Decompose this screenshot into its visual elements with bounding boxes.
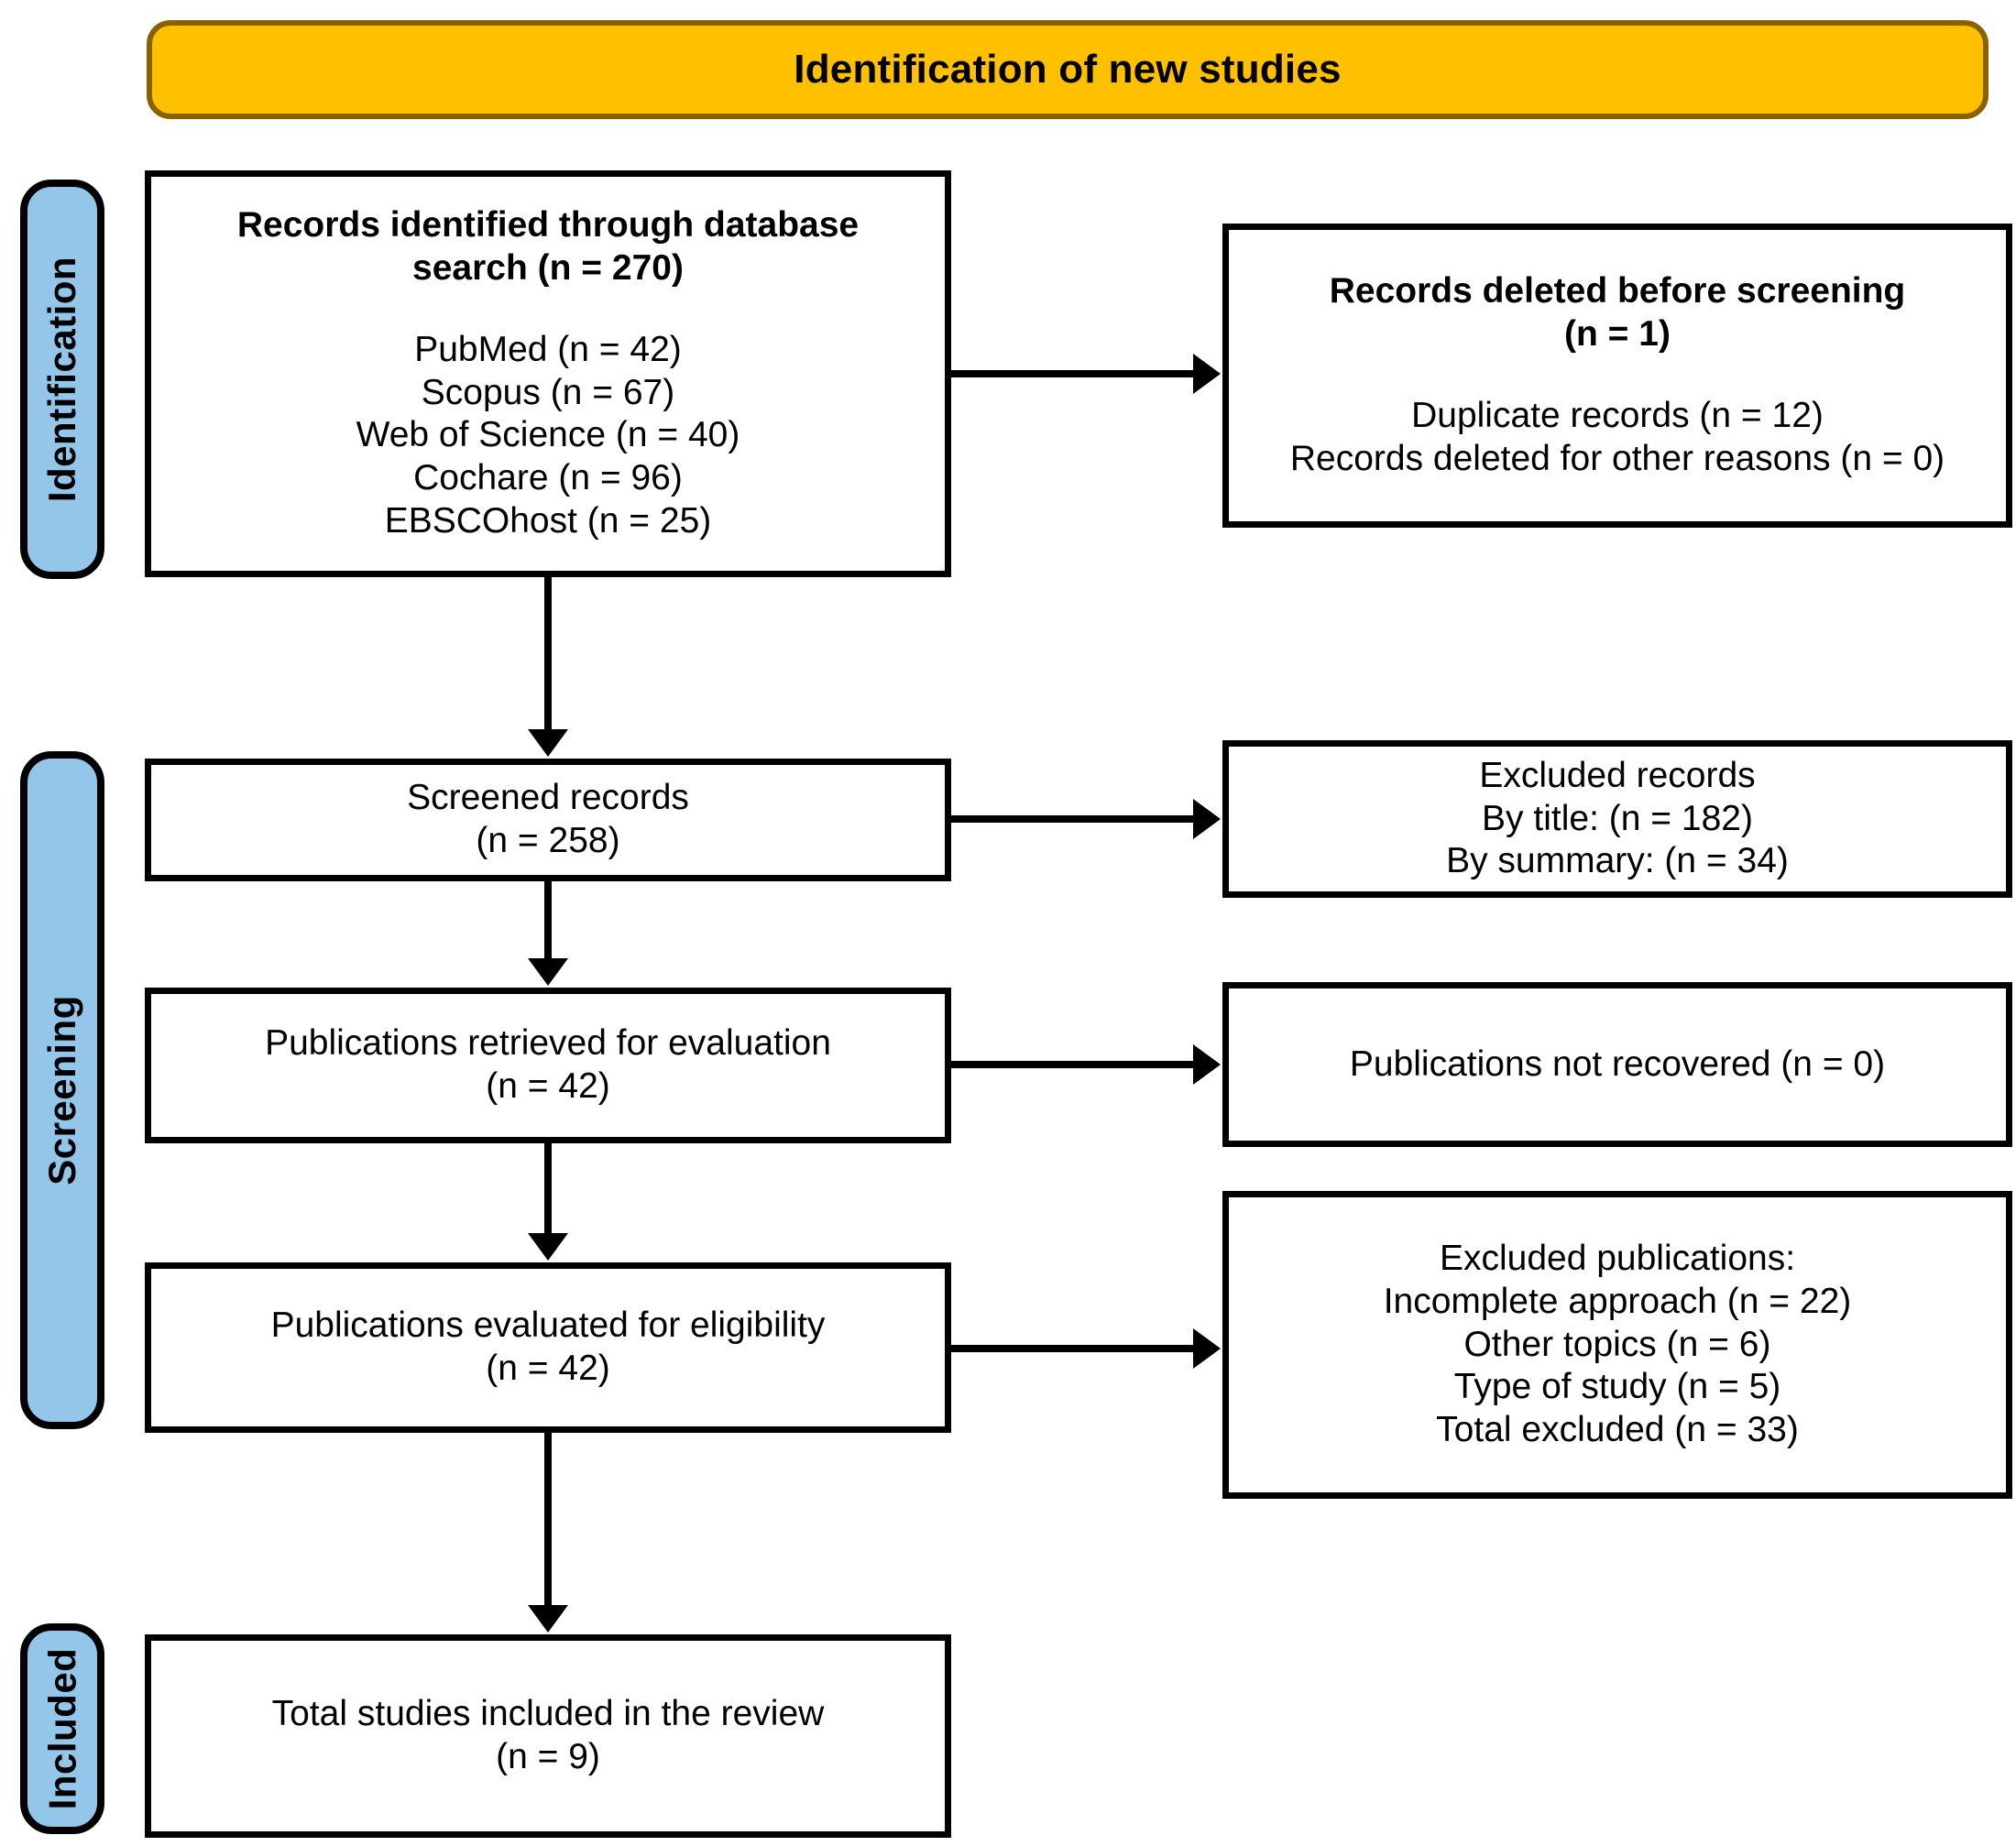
source-scopus: Scopus (n = 67) (421, 372, 675, 412)
box-publications-eligibility: Publications evaluated for eligibility (… (145, 1262, 951, 1433)
reason-duplicate-records: Duplicate records (n = 12) (1411, 396, 1824, 435)
connector-identified-to-deleted-line (951, 370, 1195, 377)
records-deleted-heading-line1: Records deleted before screening (1329, 271, 1906, 311)
total-studies-included-line1: Total studies included in the review (271, 1694, 825, 1734)
connector-screened-to-retrieved-line (544, 881, 552, 960)
stage-label-screening: Screening (20, 751, 104, 1429)
excluded-publications-total: Total excluded (n = 33) (1436, 1410, 1799, 1450)
screened-records-line1: Screened records (407, 778, 689, 818)
source-web-of-science: Web of Science (n = 40) (356, 415, 740, 455)
connector-retrieved-to-notrecovered-arrow (1193, 1044, 1221, 1085)
stage-label-identification: Identification (20, 180, 104, 579)
connector-retrieved-to-eligibility-line (544, 1143, 552, 1235)
records-identified-heading-line1: Records identified through database (236, 205, 860, 246)
screened-records-line2: (n = 258) (476, 821, 620, 860)
publications-not-recovered-line1: Publications not recovered (n = 0) (1349, 1043, 1886, 1084)
excluded-records-line1: Excluded records (1479, 755, 1756, 795)
box-publications-retrieved: Publications retrieved for evaluation (n… (145, 988, 951, 1143)
connector-eligibility-to-excludedpub-line (951, 1345, 1195, 1352)
connector-screened-to-excluded-line (951, 815, 1195, 823)
connector-identified-to-screened-arrow (528, 729, 568, 757)
source-cochare: Cochare (n = 96) (413, 458, 683, 498)
excluded-publications-type-of-study: Type of study (n = 5) (1453, 1367, 1781, 1407)
stage-label-included: Included (20, 1623, 104, 1834)
source-pubmed: PubMed (n = 42) (414, 329, 682, 369)
reason-other-reasons: Records deleted for other reasons (n = 0… (1289, 438, 1945, 478)
box-records-deleted: Records deleted before screening (n = 1)… (1222, 224, 2012, 528)
stage-label-identification-text: Identification (40, 256, 83, 503)
box-excluded-publications: Excluded publications: Incomplete approa… (1222, 1191, 2012, 1499)
stage-label-screening-text: Screening (40, 995, 84, 1185)
excluded-publications-other-topics: Other topics (n = 6) (1463, 1324, 1771, 1364)
connector-screened-to-excluded-arrow (1193, 799, 1221, 839)
connector-eligibility-to-included-arrow (528, 1605, 568, 1633)
publications-eligibility-line1: Publications evaluated for eligibility (270, 1305, 826, 1346)
excluded-records-by-summary: By summary: (n = 34) (1446, 841, 1789, 881)
box-excluded-records: Excluded records By title: (n = 182) By … (1222, 740, 2012, 898)
identification-banner: Identification of new studies (147, 20, 1989, 119)
connector-eligibility-to-excludedpub-arrow (1193, 1328, 1221, 1369)
publications-retrieved-line1: Publications retrieved for evaluation (265, 1023, 831, 1064)
connector-retrieved-to-notrecovered-line (951, 1061, 1195, 1068)
source-ebscohost: EBSCOhost (n = 25) (384, 500, 712, 541)
excluded-publications-heading: Excluded publications: (1439, 1239, 1796, 1278)
connector-screened-to-retrieved-arrow (528, 958, 568, 986)
connector-eligibility-to-included-line (544, 1433, 552, 1607)
excluded-publications-incomplete-approach: Incomplete approach (n = 22) (1383, 1281, 1852, 1321)
publications-eligibility-line2: (n = 42) (486, 1349, 610, 1388)
excluded-records-by-title: By title: (n = 182) (1482, 798, 1753, 838)
box-records-identified: Records identified through database sear… (145, 170, 951, 577)
stage-label-included-text: Included (40, 1647, 83, 1810)
connector-retrieved-to-eligibility-arrow (528, 1233, 568, 1261)
box-publications-not-recovered: Publications not recovered (n = 0) (1222, 982, 2012, 1147)
connector-identified-to-screened-line (544, 577, 552, 731)
records-deleted-heading-line2: (n = 1) (1564, 314, 1671, 355)
publications-retrieved-line2: (n = 42) (486, 1066, 610, 1106)
connector-identified-to-deleted-arrow (1193, 354, 1221, 394)
total-studies-included-line2: (n = 9) (496, 1737, 600, 1776)
records-identified-heading-line2: search (n = 270) (412, 248, 684, 288)
box-screened-records: Screened records (n = 258) (145, 759, 951, 881)
banner-title: Identification of new studies (794, 47, 1342, 92)
box-total-studies-included: Total studies included in the review (n … (145, 1634, 951, 1838)
